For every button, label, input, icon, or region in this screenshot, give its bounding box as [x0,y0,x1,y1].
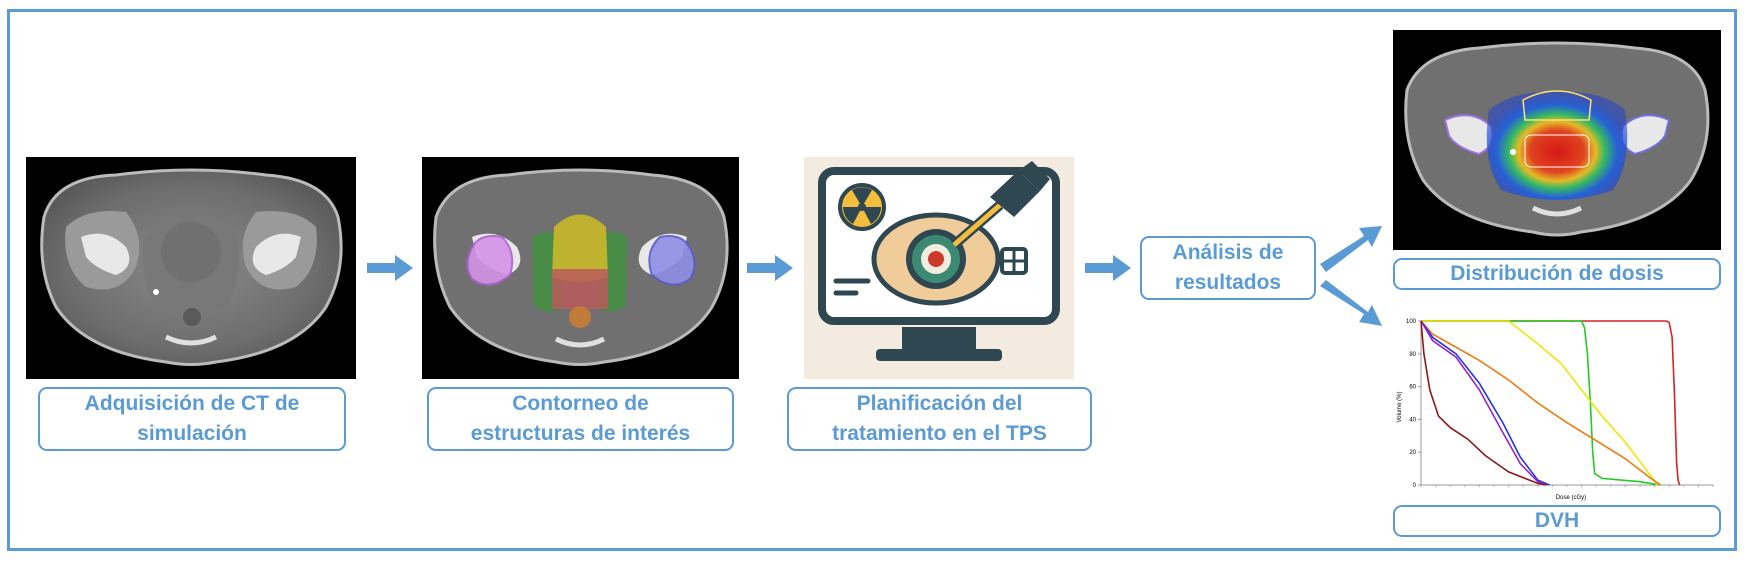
step-label-line: estructuras de interés [470,422,691,445]
output-label-dose-distribution: Distribución de dosis [1393,258,1721,290]
step-label-analysis: Análisis de resultados [1140,236,1316,300]
arrow-down-right-icon [1320,280,1382,326]
ct-scan-image [26,157,356,379]
dvh-y-tick-label: 80 [1409,352,1416,358]
arrow-right-icon [1085,255,1131,281]
step-label-line: resultados [1174,271,1282,294]
output-label-text: Distribución de dosis [1450,262,1664,285]
dvh-y-tick-label: 40 [1409,417,1416,423]
output-label-text: DVH [1534,509,1580,532]
dvh-chart: 0 20 40 60 80 100 Dose (cGy) Volume (%) [1393,315,1721,503]
step-label-line: Adquisición de CT de [84,392,300,415]
dvh-axis [1420,321,1713,486]
step-label-planning: Planificación del tratamiento en el TPS [787,387,1092,451]
dose-distribution-image [1393,30,1721,250]
radiation-icon [838,183,886,231]
dvh-y-tick-label: 100 [1406,319,1417,325]
dvh-y-tick-label: 0 [1413,483,1417,489]
step-label-ct-acquisition: Adquisición de CT de simulación [38,387,346,451]
dvh-series-line [1420,320,1661,486]
arrow-right-icon [747,255,793,281]
step-label-line: Contorneo de [512,392,649,415]
dvh-series-line [1421,320,1661,486]
tps-monitor-icon [804,157,1074,379]
output-label-dvh: DVH [1393,505,1721,537]
dvh-series-line [1420,320,1547,486]
contoured-ct-image [422,157,739,379]
dvh-ylabel: Volume (%) [1397,391,1403,422]
dvh-series-line [1421,320,1659,486]
step-label-line: Análisis de [1172,241,1284,264]
dvh-y-tick-label: 20 [1409,450,1416,456]
step-label-line: simulación [137,422,247,445]
dvh-series-line [1420,320,1547,486]
step-label-line: Planificación del [856,392,1023,415]
dvh-series-line [1420,320,1550,486]
step-label-line: tratamiento en el TPS [832,422,1047,445]
arrow-up-right-icon [1320,226,1382,272]
dvh-xlabel: Dose (cGy) [1556,495,1586,501]
dvh-series-line [1421,320,1681,486]
step-label-contouring: Contorneo de estructuras de interés [427,387,734,451]
arrow-right-icon [367,255,413,281]
dvh-y-tick-label: 60 [1409,385,1416,391]
